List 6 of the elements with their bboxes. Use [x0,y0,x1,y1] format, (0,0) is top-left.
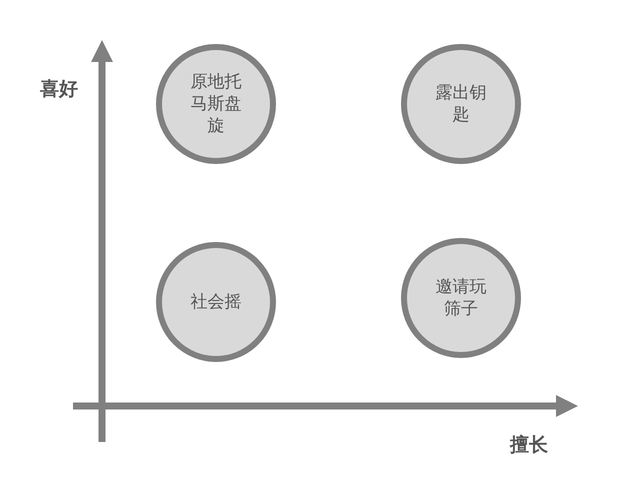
node-label: 邀请玩筛子 [434,276,488,320]
node-label: 社会摇 [190,291,242,313]
axis-label: 擅长 [510,433,548,458]
node-label: 露出钥匙 [434,82,488,126]
node-label: 原地托马斯盘旋 [190,71,242,137]
axis-label: 喜好 [40,77,78,102]
